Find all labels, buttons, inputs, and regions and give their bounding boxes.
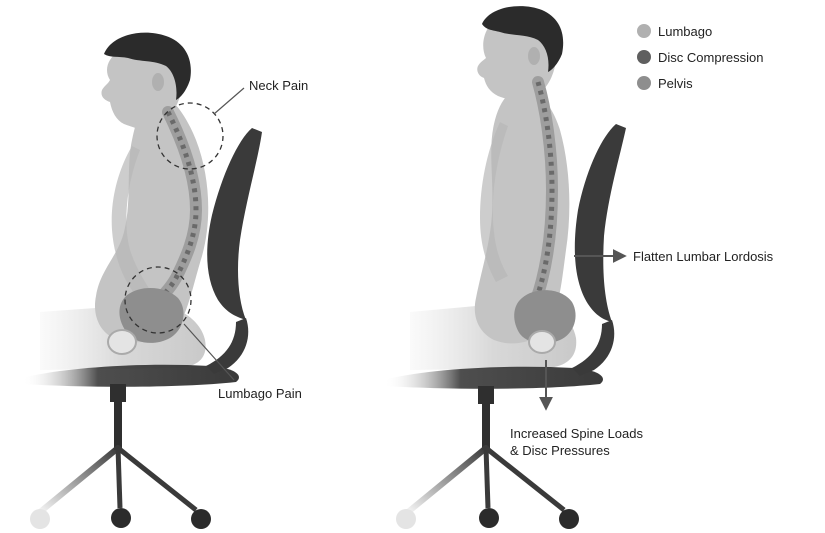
left-chair-leg-left [40, 448, 118, 512]
left-chair-support [206, 318, 248, 374]
legend-label-lumbago: Lumbago [658, 24, 712, 39]
left-hip-joint [108, 330, 136, 354]
right-ear [528, 47, 540, 65]
left-figure-slouching [22, 33, 262, 529]
legend: Lumbago Disc Compression Pelvis [637, 24, 763, 91]
left-chair-wheel-left [30, 509, 50, 529]
neck-pain-leader [214, 88, 244, 114]
left-chair-leg-center [118, 448, 120, 508]
left-ear [152, 73, 164, 91]
flatten-label: Flatten Lumbar Lordosis [633, 249, 774, 264]
legend-item-disc-compression: Disc Compression [637, 50, 763, 65]
right-hip-joint [529, 331, 555, 353]
right-chair-wheel-right [559, 509, 579, 529]
left-chair-wheel-center [111, 508, 131, 528]
right-chair-leg-center [486, 448, 488, 508]
legend-label-disc-compression: Disc Compression [658, 50, 763, 65]
right-chair-column [478, 386, 494, 404]
right-chair-column-lower [482, 402, 490, 450]
right-chair-support [572, 320, 614, 376]
legend-item-pelvis: Pelvis [637, 76, 693, 91]
spine-loads-label-line2: & Disc Pressures [510, 443, 610, 458]
right-chair-leg-left [408, 448, 486, 512]
lumbago-pain-label: Lumbago Pain [218, 386, 302, 401]
left-chair-wheel-right [191, 509, 211, 529]
right-chair-seat [384, 367, 603, 389]
left-chair-column-lower [114, 400, 122, 450]
legend-swatch-lumbago [637, 24, 651, 38]
legend-swatch-pelvis [637, 76, 651, 90]
left-chair-column [110, 384, 126, 402]
right-chair-wheel-center [479, 508, 499, 528]
left-chair-leg-right [118, 448, 196, 510]
right-chair-wheel-left [396, 509, 416, 529]
legend-label-pelvis: Pelvis [658, 76, 693, 91]
legend-swatch-disc-compression [637, 50, 651, 64]
neck-pain-label: Neck Pain [249, 78, 308, 93]
right-chair-back [575, 124, 626, 322]
spine-loads-label-line1: Increased Spine Loads [510, 426, 643, 441]
legend-item-lumbago: Lumbago [637, 24, 712, 39]
